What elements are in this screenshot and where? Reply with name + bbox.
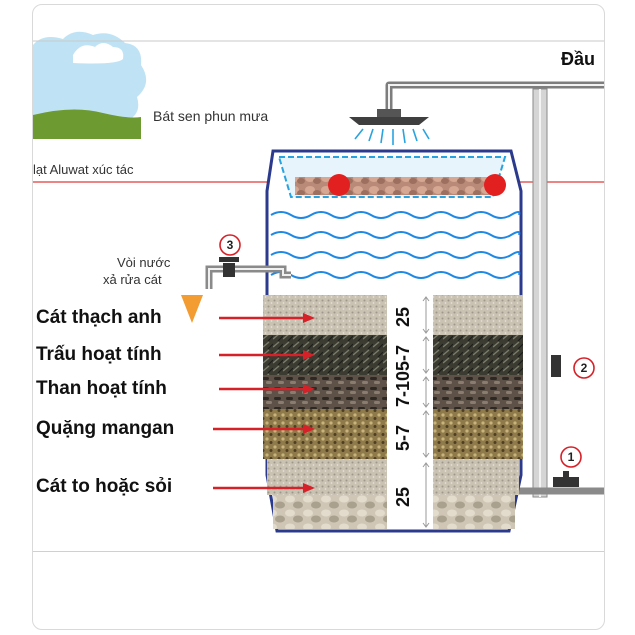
water-drop-icon bbox=[181, 295, 203, 323]
landscape-decoration bbox=[33, 31, 147, 139]
layer-coarse-sand-right bbox=[433, 459, 519, 495]
faucet-label-line1: Vòi nước bbox=[117, 255, 171, 270]
layer-label-gravel: Cát to hoặc sỏi bbox=[36, 476, 173, 497]
layer-label-quartz: Cát thạch anh bbox=[36, 307, 162, 328]
faucet-label-line2: xả rửa cát bbox=[103, 272, 162, 287]
layer-quartz-sand-right bbox=[433, 295, 523, 335]
valve-number-2: 2 bbox=[580, 361, 588, 375]
thickness-carbon: 7-10 bbox=[393, 370, 413, 407]
valve-markers bbox=[219, 234, 595, 468]
vertical-pipe bbox=[532, 88, 548, 498]
valve-2-icon bbox=[551, 355, 561, 377]
inlet-pipe bbox=[385, 81, 604, 109]
header-title: Đầu bbox=[561, 49, 596, 69]
valve-number-1: 1 bbox=[567, 450, 575, 464]
layer-carbon-left bbox=[263, 375, 387, 409]
thickness-gravel: 25 bbox=[393, 486, 413, 507]
layer-coarse-sand-left bbox=[267, 459, 387, 495]
image-card: Đầu Bát sen phun mưa lạt Aluwat xúc tác … bbox=[32, 4, 605, 630]
thickness-quartz: 25 bbox=[393, 306, 413, 327]
catalyst-label: lạt Aluwat xúc tác bbox=[33, 162, 134, 177]
water-zone bbox=[269, 210, 521, 286]
shower-label: Bát sen phun mưa bbox=[153, 108, 269, 124]
faucet-icon bbox=[181, 257, 291, 323]
thickness-husk: 5-7 bbox=[393, 344, 413, 371]
thickness-manganese: 5-7 bbox=[393, 424, 413, 451]
layer-label-husk: Trấu hoạt tính bbox=[36, 344, 162, 365]
layer-manganese-right bbox=[433, 409, 523, 459]
dimension-arrows bbox=[422, 296, 430, 528]
valve-number-3: 3 bbox=[226, 238, 234, 252]
inlet-pipe-highlight bbox=[388, 84, 604, 109]
layer-gravel-left bbox=[273, 495, 387, 529]
layer-rice-husk-right bbox=[433, 335, 523, 375]
layer-carbon-right bbox=[433, 375, 523, 409]
layer-gravel-right bbox=[433, 495, 515, 529]
layer-label-manganese: Quặng mangan bbox=[36, 418, 175, 439]
shower-head-icon bbox=[349, 109, 430, 145]
layer-arrows bbox=[213, 313, 315, 493]
filter-media bbox=[263, 295, 523, 529]
valve-1-icon bbox=[553, 471, 579, 487]
layer-manganese-left bbox=[263, 409, 387, 459]
bottom-separator bbox=[33, 551, 604, 552]
catalyst-tray bbox=[277, 156, 507, 198]
layer-label-carbon: Than hoạt tính bbox=[36, 378, 167, 399]
filter-diagram bbox=[33, 31, 604, 533]
layer-quartz-sand-left bbox=[263, 295, 387, 335]
